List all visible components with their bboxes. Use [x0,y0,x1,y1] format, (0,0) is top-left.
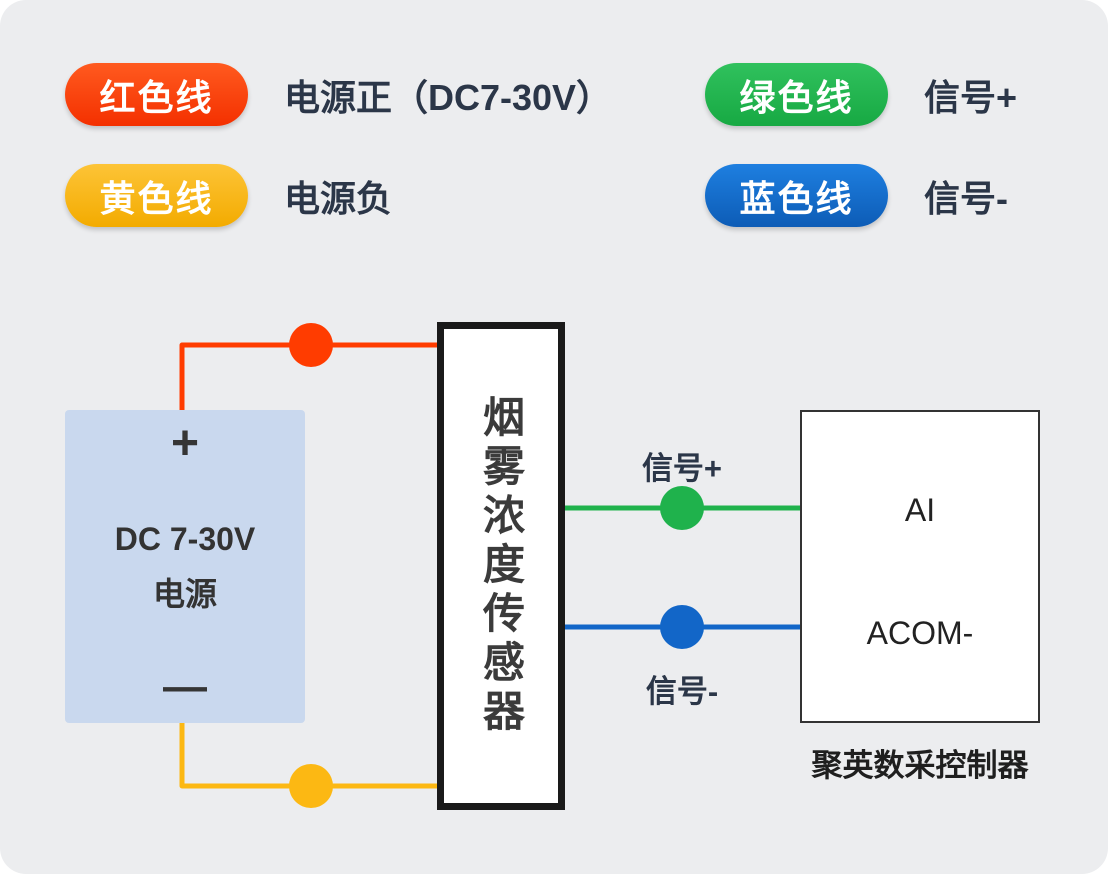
legend-item-blue-wire: 蓝色线 信号- [705,164,1008,227]
controller-terminal-acom: ACOM- [866,615,974,651]
signal-plus-label: 信号+ [641,451,723,486]
controller-box: AI ACOM- [800,410,1040,723]
legend-item-yellow-wire: 黄色线 电源负 [65,164,392,227]
blue-wire-badge: 蓝色线 [705,164,888,227]
green-wire-badge: 绿色线 [705,63,888,126]
power-plus-terminal: + [170,417,200,470]
power-supply-box: + DC 7-30V 电源 — [65,410,305,723]
yellow-wire-line [179,720,440,789]
red-wire-line [179,342,440,414]
controller-terminal-ai: AI [904,492,936,528]
yellow-wire-badge: 黄色线 [65,164,248,227]
legend-item-red-wire: 红色线 电源正（DC7-30V） [65,63,612,126]
power-supply-voltage: DC 7-30V [114,521,256,558]
power-supply-word: 电源 [152,575,217,612]
smoke-sensor-label: 烟雾浓度传感器 [477,394,525,738]
controller-caption: 聚英数采控制器 [811,748,1029,783]
blue-wire-description: 信号- [924,177,1008,219]
blue-wire-dot [660,605,704,649]
red-wire-description: 电源正（DC7-30V） [284,76,613,118]
yellow-wire-description: 电源负 [284,177,393,219]
legend-item-green-wire: 绿色线 信号+ [705,63,1017,126]
red-wire-dot [289,323,333,367]
yellow-wire-dot [289,764,333,808]
smoke-sensor-box: 烟雾浓度传感器 [437,322,565,810]
green-wire-description: 信号+ [924,76,1018,118]
signal-minus-label: 信号- [645,674,719,709]
green-wire-dot [660,486,704,530]
power-minus-terminal: — [163,662,207,711]
power-supply-label: DC 7-30V 电源 [115,512,256,621]
red-wire-badge: 红色线 [65,63,248,126]
